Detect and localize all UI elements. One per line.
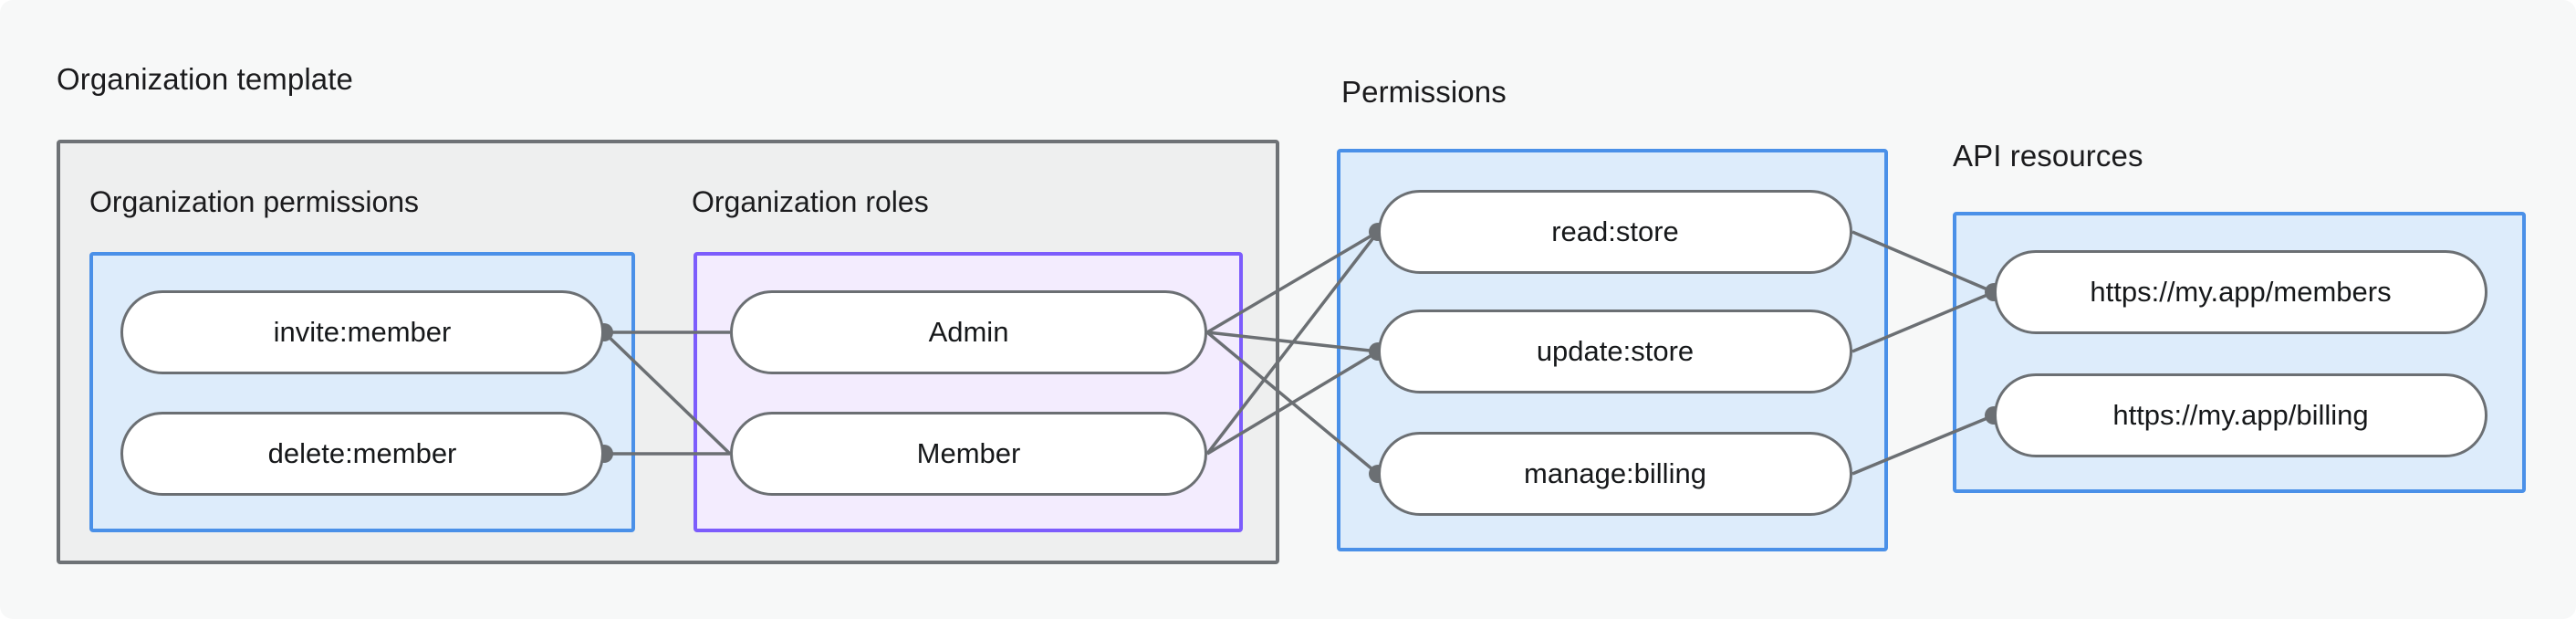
- node-manage-billing-label: manage:billing: [1524, 457, 1706, 489]
- node-read-store[interactable]: read:store: [1378, 190, 1852, 274]
- permissions-title: Permissions: [1341, 75, 1507, 109]
- node-billing-url-label: https://my.app/billing: [2112, 399, 2369, 431]
- node-update-store[interactable]: update:store: [1378, 310, 1852, 393]
- api-resources-title: API resources: [1953, 139, 2143, 173]
- org-roles-title: Organization roles: [692, 185, 929, 218]
- node-members-url[interactable]: https://my.app/members: [1994, 250, 2487, 334]
- node-manage-billing[interactable]: manage:billing: [1378, 432, 1852, 516]
- org-permissions-title: Organization permissions: [89, 185, 420, 218]
- node-member-label: Member: [916, 437, 1021, 469]
- node-invite-member[interactable]: invite:member: [120, 290, 604, 374]
- node-billing-url[interactable]: https://my.app/billing: [1994, 373, 2487, 457]
- node-delete-member-label: delete:member: [267, 437, 457, 469]
- node-members-url-label: https://my.app/members: [2090, 276, 2392, 308]
- node-admin-label: Admin: [928, 316, 1009, 348]
- node-delete-member[interactable]: delete:member: [120, 412, 604, 496]
- node-invite-member-label: invite:member: [273, 316, 452, 348]
- node-read-store-label: read:store: [1551, 215, 1679, 247]
- org-template-title: Organization template: [57, 62, 353, 96]
- node-admin[interactable]: Admin: [730, 290, 1207, 374]
- node-member[interactable]: Member: [730, 412, 1207, 496]
- node-update-store-label: update:store: [1536, 335, 1695, 367]
